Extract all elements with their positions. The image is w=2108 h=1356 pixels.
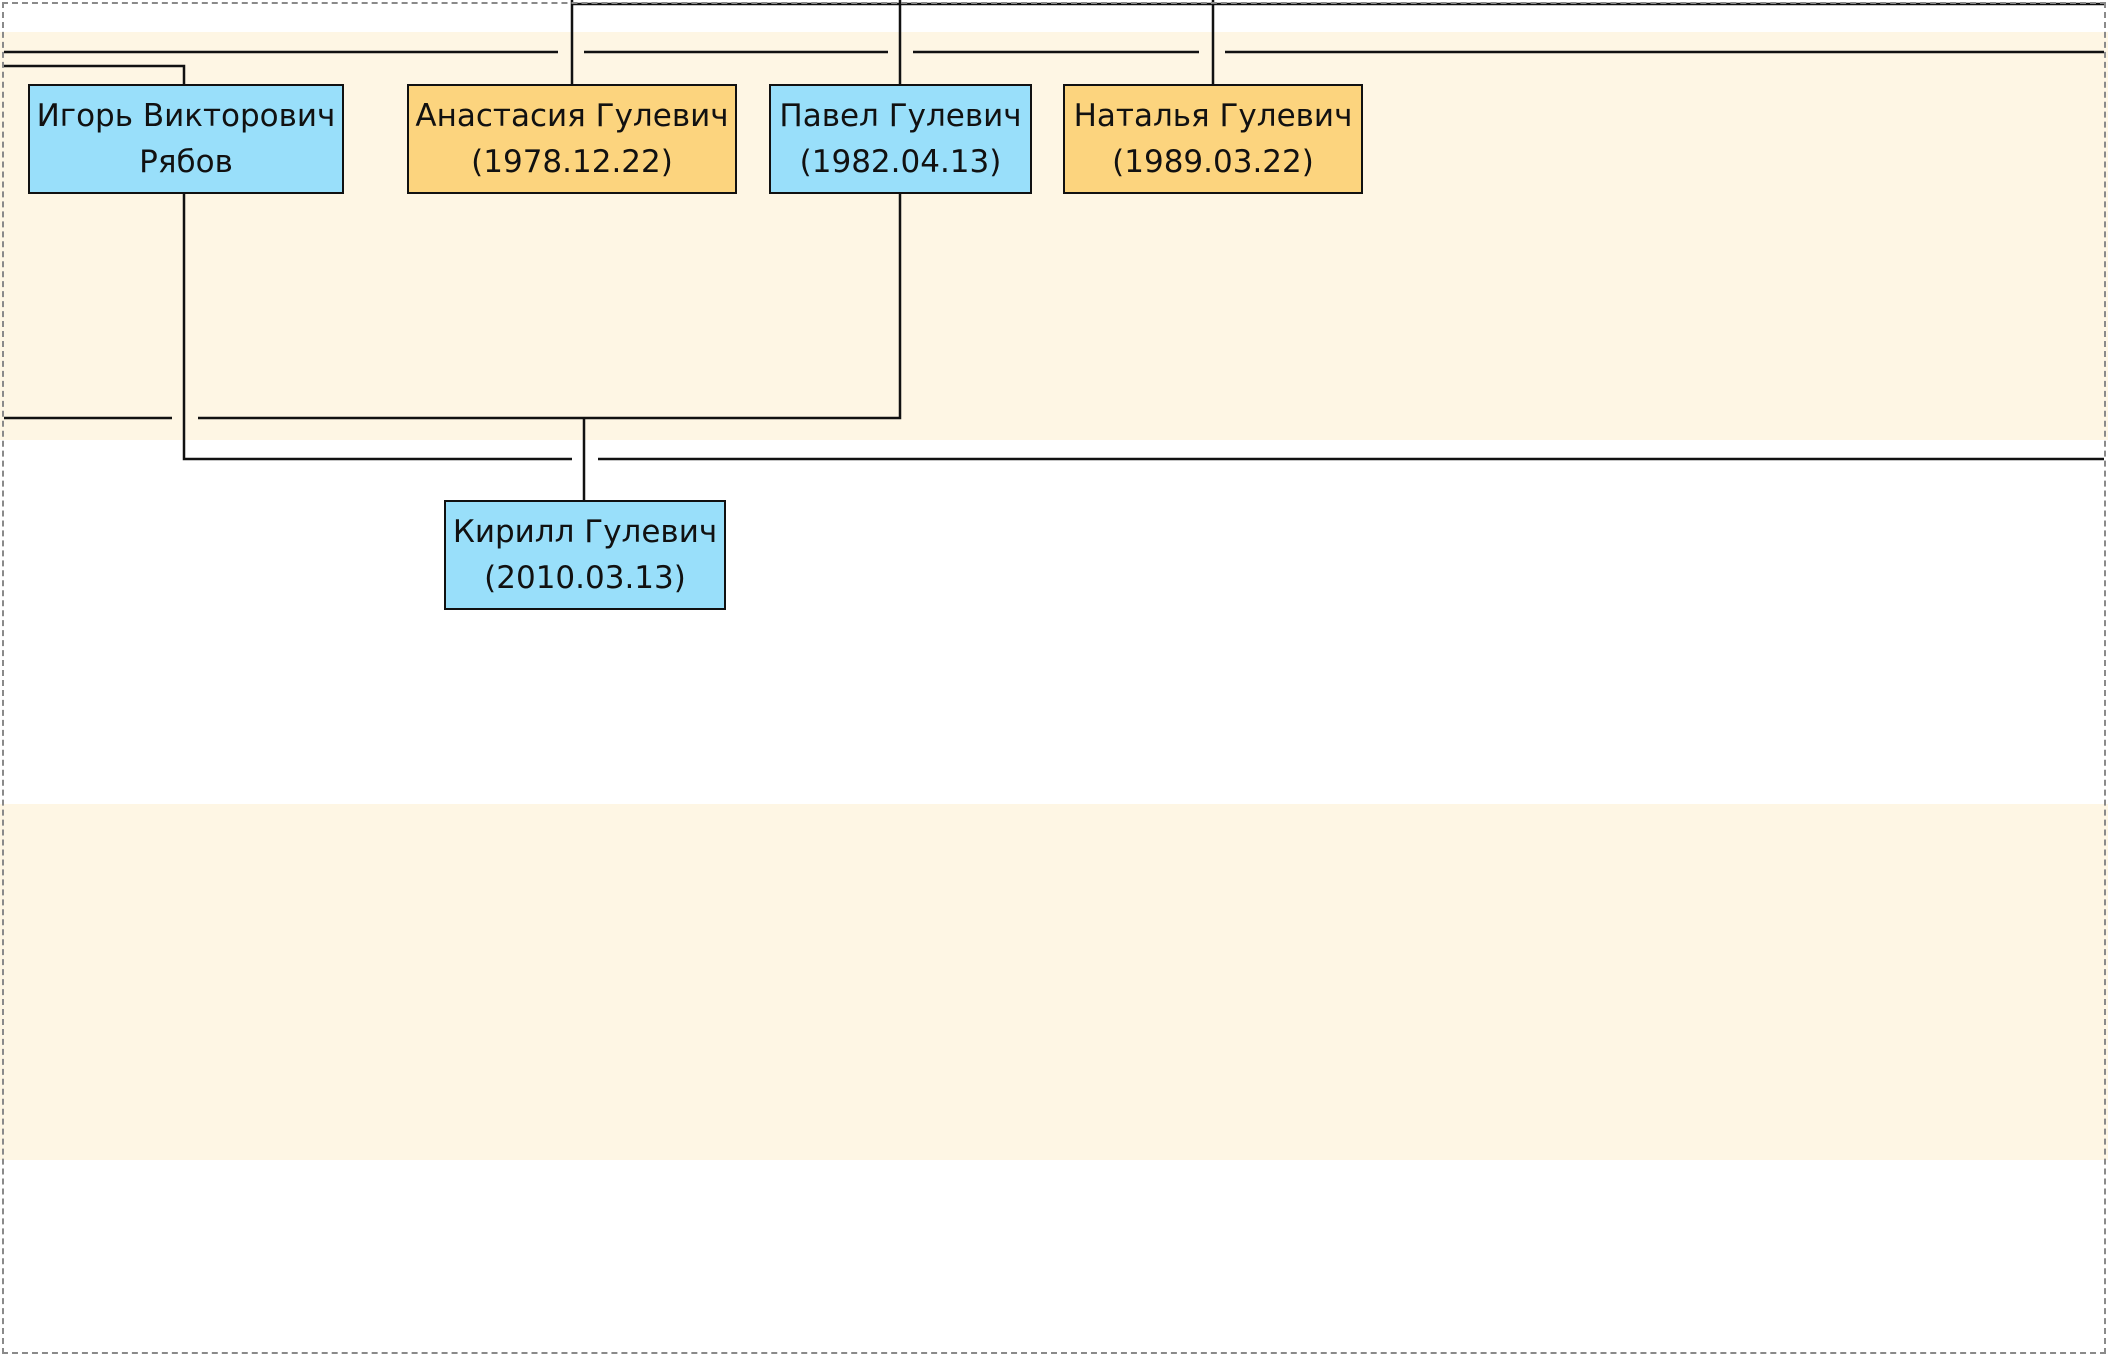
person-card-kirill-gulevich[interactable]: Кирилл Гулевич (2010.03.13) [444, 500, 726, 610]
person-name: Кирилл Гулевич [452, 514, 718, 550]
person-birth-date: (1989.03.22) [1112, 144, 1314, 180]
person-name: Наталья Гулевич [1073, 98, 1353, 134]
person-name-line: Игорь Викторович [36, 98, 336, 134]
connector-line [198, 194, 902, 420]
connector-line [4, 64, 186, 84]
person-name: Анастасия Гулевич [415, 98, 729, 134]
person-card-natalia-gulevich[interactable]: Наталья Гулевич (1989.03.22) [1063, 84, 1363, 194]
person-card-anastasia-gulevich[interactable]: Анастасия Гулевич (1978.12.22) [407, 84, 737, 194]
person-card-pavel-gulevich[interactable]: Павел Гулевич (1982.04.13) [769, 84, 1032, 194]
person-birth-date: (2010.03.13) [484, 560, 686, 596]
person-name: Павел Гулевич [779, 98, 1022, 134]
connector-line [182, 194, 572, 461]
person-birth-date: (1978.12.22) [471, 144, 673, 180]
person-birth-date: (1982.04.13) [799, 144, 1002, 180]
generation-band [0, 804, 2108, 1160]
person-card-igor-ryabov[interactable]: Игорь Викторович Рябов [28, 84, 344, 194]
generation-band [0, 32, 2108, 440]
person-name-line: Рябов [139, 144, 233, 180]
